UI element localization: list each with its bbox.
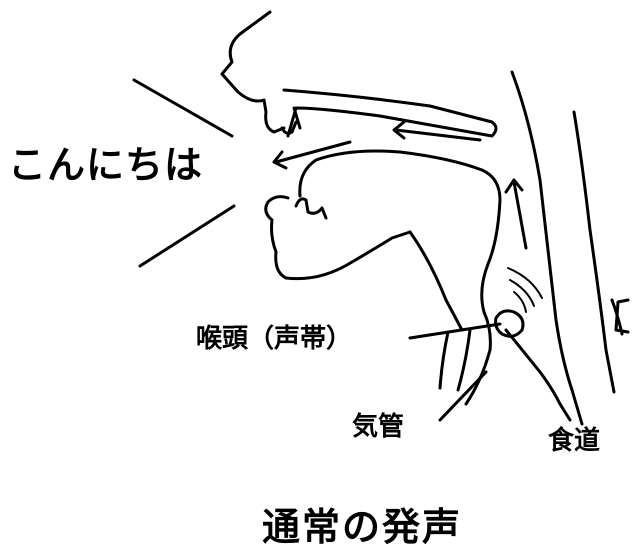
vibration-arc-3 [508,268,542,298]
vibration-arc-1 [514,292,526,312]
face-profile-upper [222,12,284,132]
airflow-arrow-nasal-head [394,122,404,138]
spine-front-line [574,112,614,392]
palate-inner-line [294,108,300,128]
spine-bracket [616,300,628,332]
trachea-pointer-line [440,372,486,420]
esophagus-label: 食道 [548,426,601,456]
palate-outline [284,90,496,136]
airflow-arrow-nasal [396,130,480,140]
airflow-arrow-mouth [276,142,350,162]
airflow-arrow-up [514,182,526,248]
tongue-outline [300,151,500,264]
trachea-label: 気管 [352,412,405,442]
airflow-arrow-up-head [506,180,522,192]
sound-ray-lower [140,206,234,266]
vocal-folds [496,311,523,336]
airflow-arrow-mouth-head [274,152,286,168]
vibration-arc-2 [510,280,534,306]
lower-teeth [296,199,326,218]
front-neck-line [410,232,462,330]
larynx-pointer-line [410,324,500,338]
sound-ray-upper [134,80,232,136]
esophagus-front-wall [506,330,570,420]
larynx-label: 喉頭（声帯） [196,324,353,354]
trachea-line-left [440,332,448,388]
upper-teeth [282,122,296,133]
lower-lip-chin [266,197,410,279]
trachea-line-right [458,330,470,390]
diagram-caption: 通常の発声 [262,505,463,549]
pharynx-back-wall [512,72,582,424]
greeting-label: こんにちは [8,143,204,187]
